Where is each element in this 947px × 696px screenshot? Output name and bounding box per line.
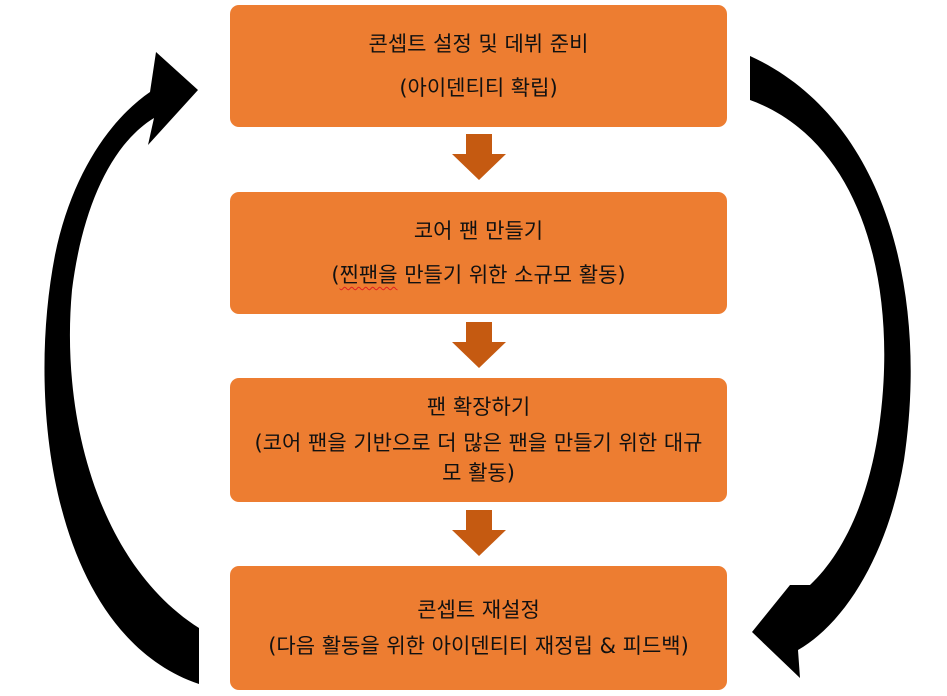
return-arrow-left: [44, 52, 199, 684]
down-arrow-1: [452, 134, 506, 180]
down-arrow-2: [452, 322, 506, 368]
step-box-1: 콘셉트 설정 및 데뷔 준비 (아이덴티티 확립): [230, 5, 727, 127]
step-4-subtitle: (다음 활동을 위한 아이덴티티 재정립 & 피드백): [268, 634, 689, 658]
down-arrow-3: [452, 510, 506, 556]
step-1-title: 콘셉트 설정 및 데뷔 준비: [368, 32, 589, 56]
step-2-subtitle: (찐팬을 만들기 위한 소규모 활동): [331, 263, 626, 287]
forward-arrow-right: [750, 56, 911, 678]
step-box-3: 팬 확장하기 (코어 팬을 기반으로 더 많은 팬을 만들기 위한 대규모 활동…: [230, 378, 727, 502]
step-3-subtitle: (코어 팬을 기반으로 더 많은 팬을 만들기 위한 대규모 활동): [254, 431, 703, 485]
step-4-title: 콘셉트 재설정: [417, 598, 540, 622]
step-box-2: 코어 팬 만들기 (찐팬을 만들기 위한 소규모 활동): [230, 192, 727, 314]
step-3-title: 팬 확장하기: [426, 395, 531, 419]
step-2-title: 코어 팬 만들기: [413, 219, 544, 243]
step-1-subtitle: (아이덴티티 확립): [399, 76, 558, 100]
spellcheck-underline: 찐팬을: [339, 263, 398, 287]
step-box-4: 콘셉트 재설정 (다음 활동을 위한 아이덴티티 재정립 & 피드백): [230, 566, 727, 690]
